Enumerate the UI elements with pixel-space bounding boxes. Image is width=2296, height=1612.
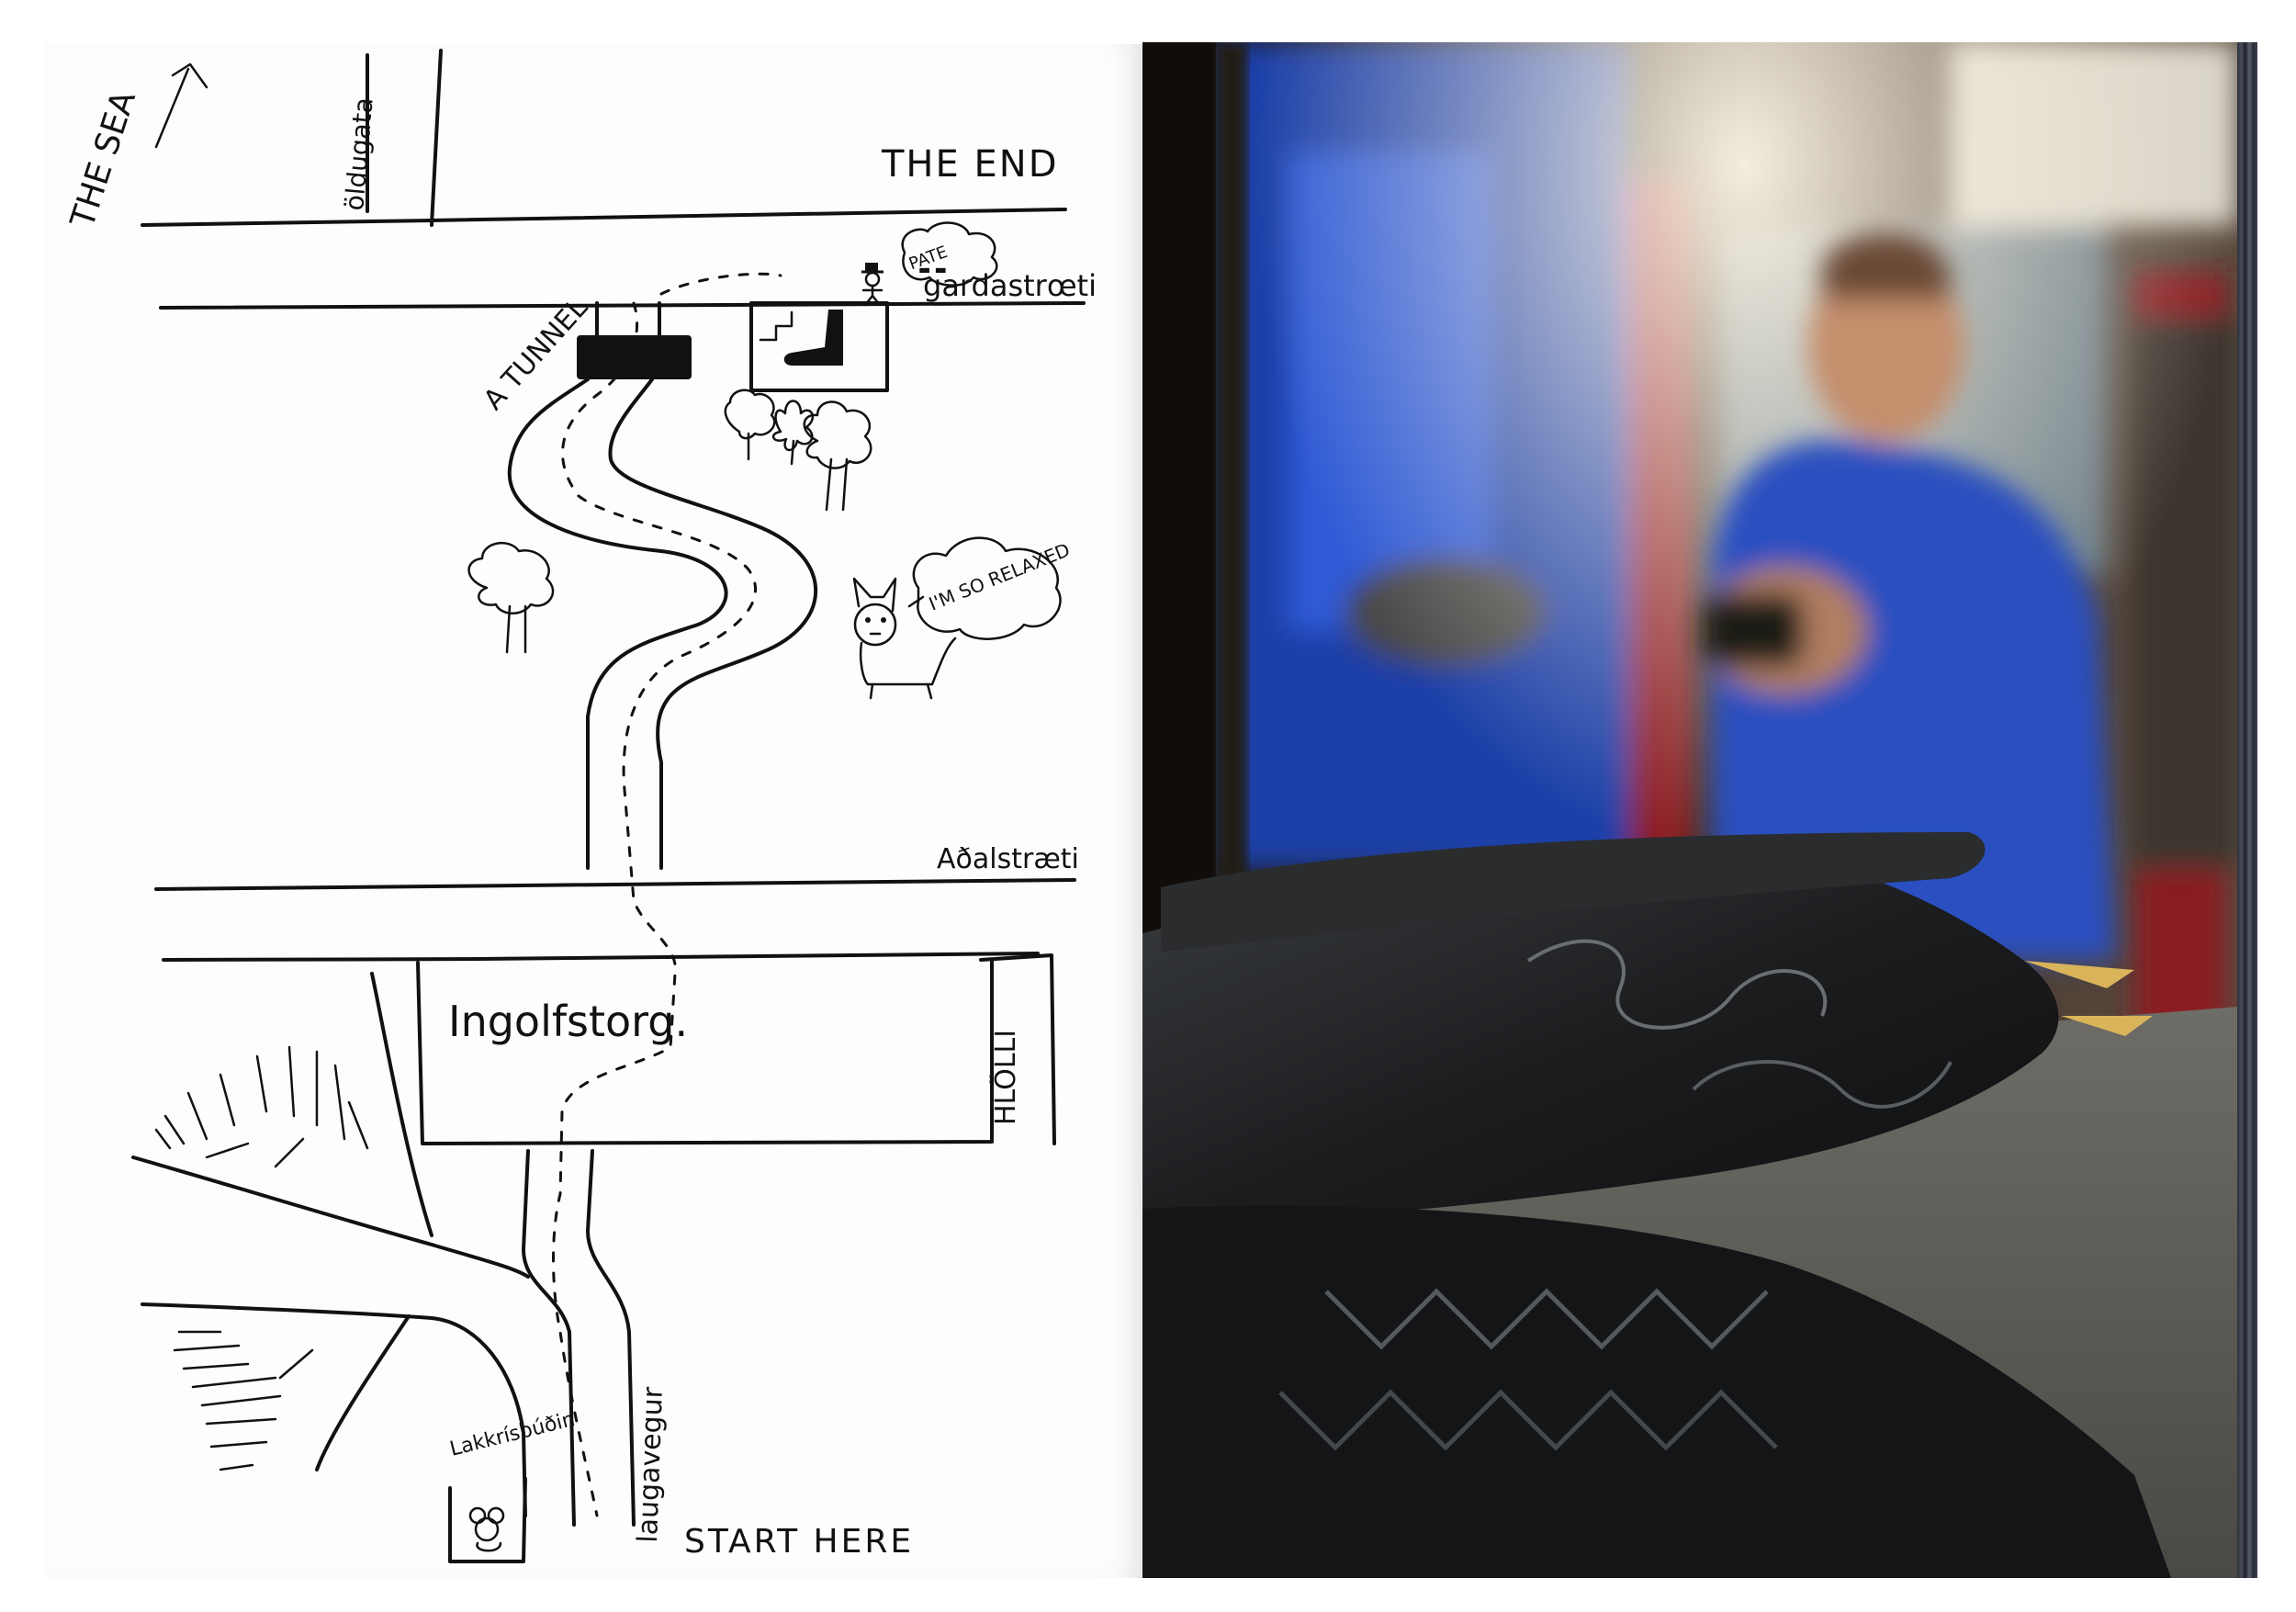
workshop-photo: [1142, 42, 2237, 1578]
laugavegur-label: laugavegur: [632, 1386, 670, 1544]
lakkrisbudin-label: Lakkrísbúðin: [447, 1408, 577, 1461]
page-edge: [2237, 42, 2257, 1578]
cowboy-boots: [1142, 832, 2171, 1578]
arrow-icon: [154, 62, 208, 149]
tree-icon: [803, 400, 872, 512]
mouse-icon: [468, 1506, 505, 1552]
tree-icon: [467, 541, 555, 654]
stick-figure-icon: [861, 263, 884, 307]
ingolfstorg-label: Ingolfstorg.: [448, 997, 688, 1046]
hlolli-label: HLÖLLI: [989, 1030, 1022, 1125]
the-end-label: THE END: [881, 143, 1059, 186]
cat-icon: [852, 577, 957, 700]
photo-illustration: [1142, 42, 2237, 1578]
stairs-icon: [759, 310, 793, 342]
map-page: THE SEA öldugata THE END gardastrœti: [44, 44, 1142, 1578]
laugavegur-street: [522, 1149, 576, 1527]
flower-icon: [771, 400, 815, 466]
shoe-shop-box: [749, 301, 889, 392]
walking-route: [552, 301, 757, 1517]
svg-text:▬ ▬: ▬ ▬: [918, 263, 947, 277]
tree-icon: [724, 389, 776, 461]
hlolli-box: [979, 953, 1056, 1145]
top-street: [141, 208, 1067, 227]
ingolfstorg-square: [416, 958, 994, 1145]
hand-drawn-map: THE SEA öldugata THE END gardastrœti: [63, 49, 1097, 1563]
winding-street-right: [608, 378, 818, 870]
winding-street-left: [507, 378, 728, 870]
speech-cloud-icon: I'M SO RELAXED: [907, 536, 1073, 640]
worker-figure: [1703, 232, 2116, 961]
tunnel-block: [577, 335, 692, 379]
boot-icon: [783, 310, 843, 366]
adalstraeti-label: Aðalstræti: [937, 843, 1079, 875]
the-sea-label: THE SEA: [63, 86, 143, 233]
adalstraeti-street: [154, 878, 1076, 891]
im-so-relaxed-label: I'M SO RELAXED: [926, 538, 1073, 614]
oldugata-label: öldugata: [339, 96, 379, 212]
start-here-label: START HERE: [684, 1523, 914, 1561]
lakkrisbudin-box: [448, 1477, 527, 1563]
park-hatching: [154, 1045, 369, 1471]
